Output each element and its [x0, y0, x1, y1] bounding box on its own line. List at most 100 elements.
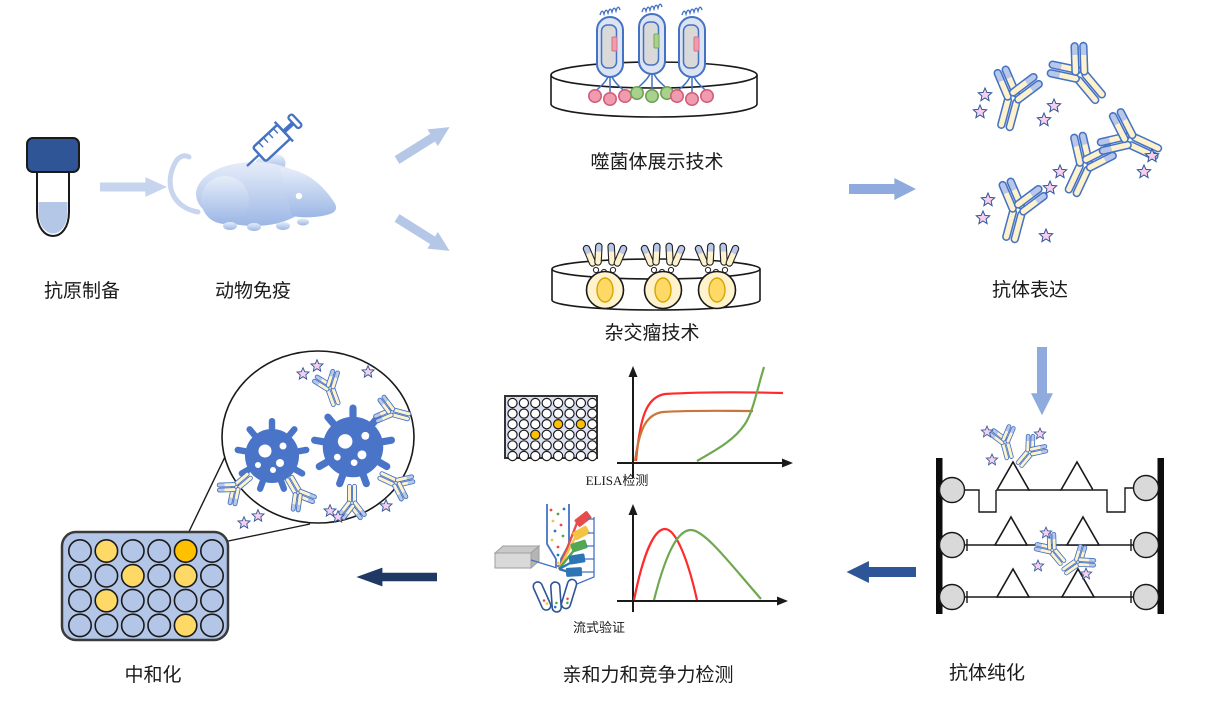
arrow-phage-to-expression: [849, 178, 916, 200]
elisa-well: [575, 419, 587, 430]
phage-particle: [629, 3, 674, 103]
neutralization-wells: [68, 538, 225, 638]
detector-blocks: [565, 511, 592, 577]
elisa-well: [518, 440, 530, 451]
neutral-well: [147, 563, 172, 588]
elisa-well: [587, 429, 598, 440]
arrow-purification-to-affinity: [846, 561, 916, 583]
arrow-affinity-to-neutralization: [356, 567, 437, 587]
elisa-well: [587, 440, 598, 451]
flow-cytometry-module: [493, 504, 788, 613]
elisa-well: [507, 419, 518, 430]
elisa-well: [564, 440, 575, 451]
flow-chart: [617, 504, 788, 612]
antibody-purification-module: [936, 422, 1164, 614]
elisa-well: [507, 450, 518, 462]
elisa-well: [575, 429, 587, 440]
label-antigen-prep: 抗原制备: [44, 280, 120, 302]
elisa-well: [530, 397, 541, 409]
elisa-curve-green: [696, 366, 766, 462]
mouse-eye: [295, 192, 303, 200]
elisa-curve-red: [634, 391, 784, 462]
phage-display-module: [550, 3, 758, 118]
label-antibody-purification: 抗体纯化: [949, 662, 1025, 684]
elisa-well: [575, 397, 587, 409]
label-phage-display: 噬菌体展示技术: [590, 151, 723, 173]
arrow-mouse-to-hybridoma: [391, 209, 455, 260]
flow-hist-green: [652, 528, 762, 601]
elisa-well: [507, 397, 518, 409]
neutral-well: [173, 538, 198, 563]
elisa-well: [575, 408, 587, 419]
elisa-well: [507, 440, 518, 451]
elisa-well: [575, 440, 587, 451]
neutralization-module: [60, 350, 418, 642]
neutral-well: [147, 613, 172, 638]
sample-dots: [549, 507, 566, 565]
elisa-well: [552, 408, 564, 419]
elisa-well: [587, 397, 598, 409]
neutral-well: [173, 588, 198, 613]
mouse-tail: [167, 153, 201, 215]
laser-beam: [530, 559, 558, 569]
elisa-well: [552, 440, 564, 451]
neutral-well: [120, 563, 145, 588]
elisa-well: [564, 408, 575, 419]
flow-hist-red: [632, 527, 699, 601]
elisa-well: [564, 419, 575, 430]
label-flow-validation: 流式验证: [573, 620, 625, 635]
tube-liquid: [38, 202, 68, 234]
label-neutralization: 中和化: [124, 664, 181, 686]
label-antibody-expression: 抗体表达: [992, 279, 1068, 301]
neutral-well: [173, 563, 198, 588]
antigen-tube: [26, 137, 80, 238]
neutral-well: [200, 588, 225, 613]
neutral-well: [68, 588, 93, 613]
elisa-well: [552, 450, 564, 462]
elisa-well: [564, 450, 575, 462]
neutral-well: [147, 538, 172, 563]
elisa-well: [552, 397, 564, 409]
hybridoma-module: [551, 242, 761, 311]
elisa-wells: [507, 397, 598, 462]
elisa-curve-orange: [633, 409, 754, 462]
arrow-mouse-to-phage: [391, 118, 455, 169]
neutral-well: [68, 563, 93, 588]
syringe-icon: [246, 113, 303, 167]
elisa-well: [541, 429, 552, 440]
arrow-antigen-to-mouse: [100, 177, 167, 197]
phage-particle: [669, 6, 714, 106]
neutral-well: [200, 563, 225, 588]
elisa-well: [507, 408, 518, 419]
elisa-well: [507, 429, 518, 440]
label-hybridoma: 杂交瘤技术: [604, 322, 699, 344]
neutral-well: [94, 588, 119, 613]
flow-cytometer-icon: [493, 504, 595, 613]
elisa-module: [504, 366, 793, 478]
label-animal-immunization: 动物免疫: [215, 280, 291, 302]
laser-box: [493, 544, 541, 570]
elisa-well: [518, 429, 530, 440]
column-wall-right: [1157, 458, 1164, 614]
elisa-well: [564, 397, 575, 409]
elisa-well: [587, 408, 598, 419]
tube-cap: [26, 137, 80, 173]
captured-antibodies: [980, 422, 1099, 583]
elisa-chart: [617, 366, 793, 478]
column-wall-left: [936, 458, 943, 614]
mouse-silhouette: [167, 153, 337, 231]
elisa-well: [541, 419, 552, 430]
elisa-well: [530, 419, 541, 430]
elisa-well: [541, 450, 552, 462]
neutral-well: [68, 613, 93, 638]
mouse-haunch: [201, 176, 249, 224]
elisa-well: [552, 429, 564, 440]
elisa-well: [518, 450, 530, 462]
elisa-well: [518, 408, 530, 419]
neutral-well: [200, 538, 225, 563]
neutral-well: [173, 613, 198, 638]
neutral-well: [120, 538, 145, 563]
antibody-expression-module: [972, 35, 1170, 248]
